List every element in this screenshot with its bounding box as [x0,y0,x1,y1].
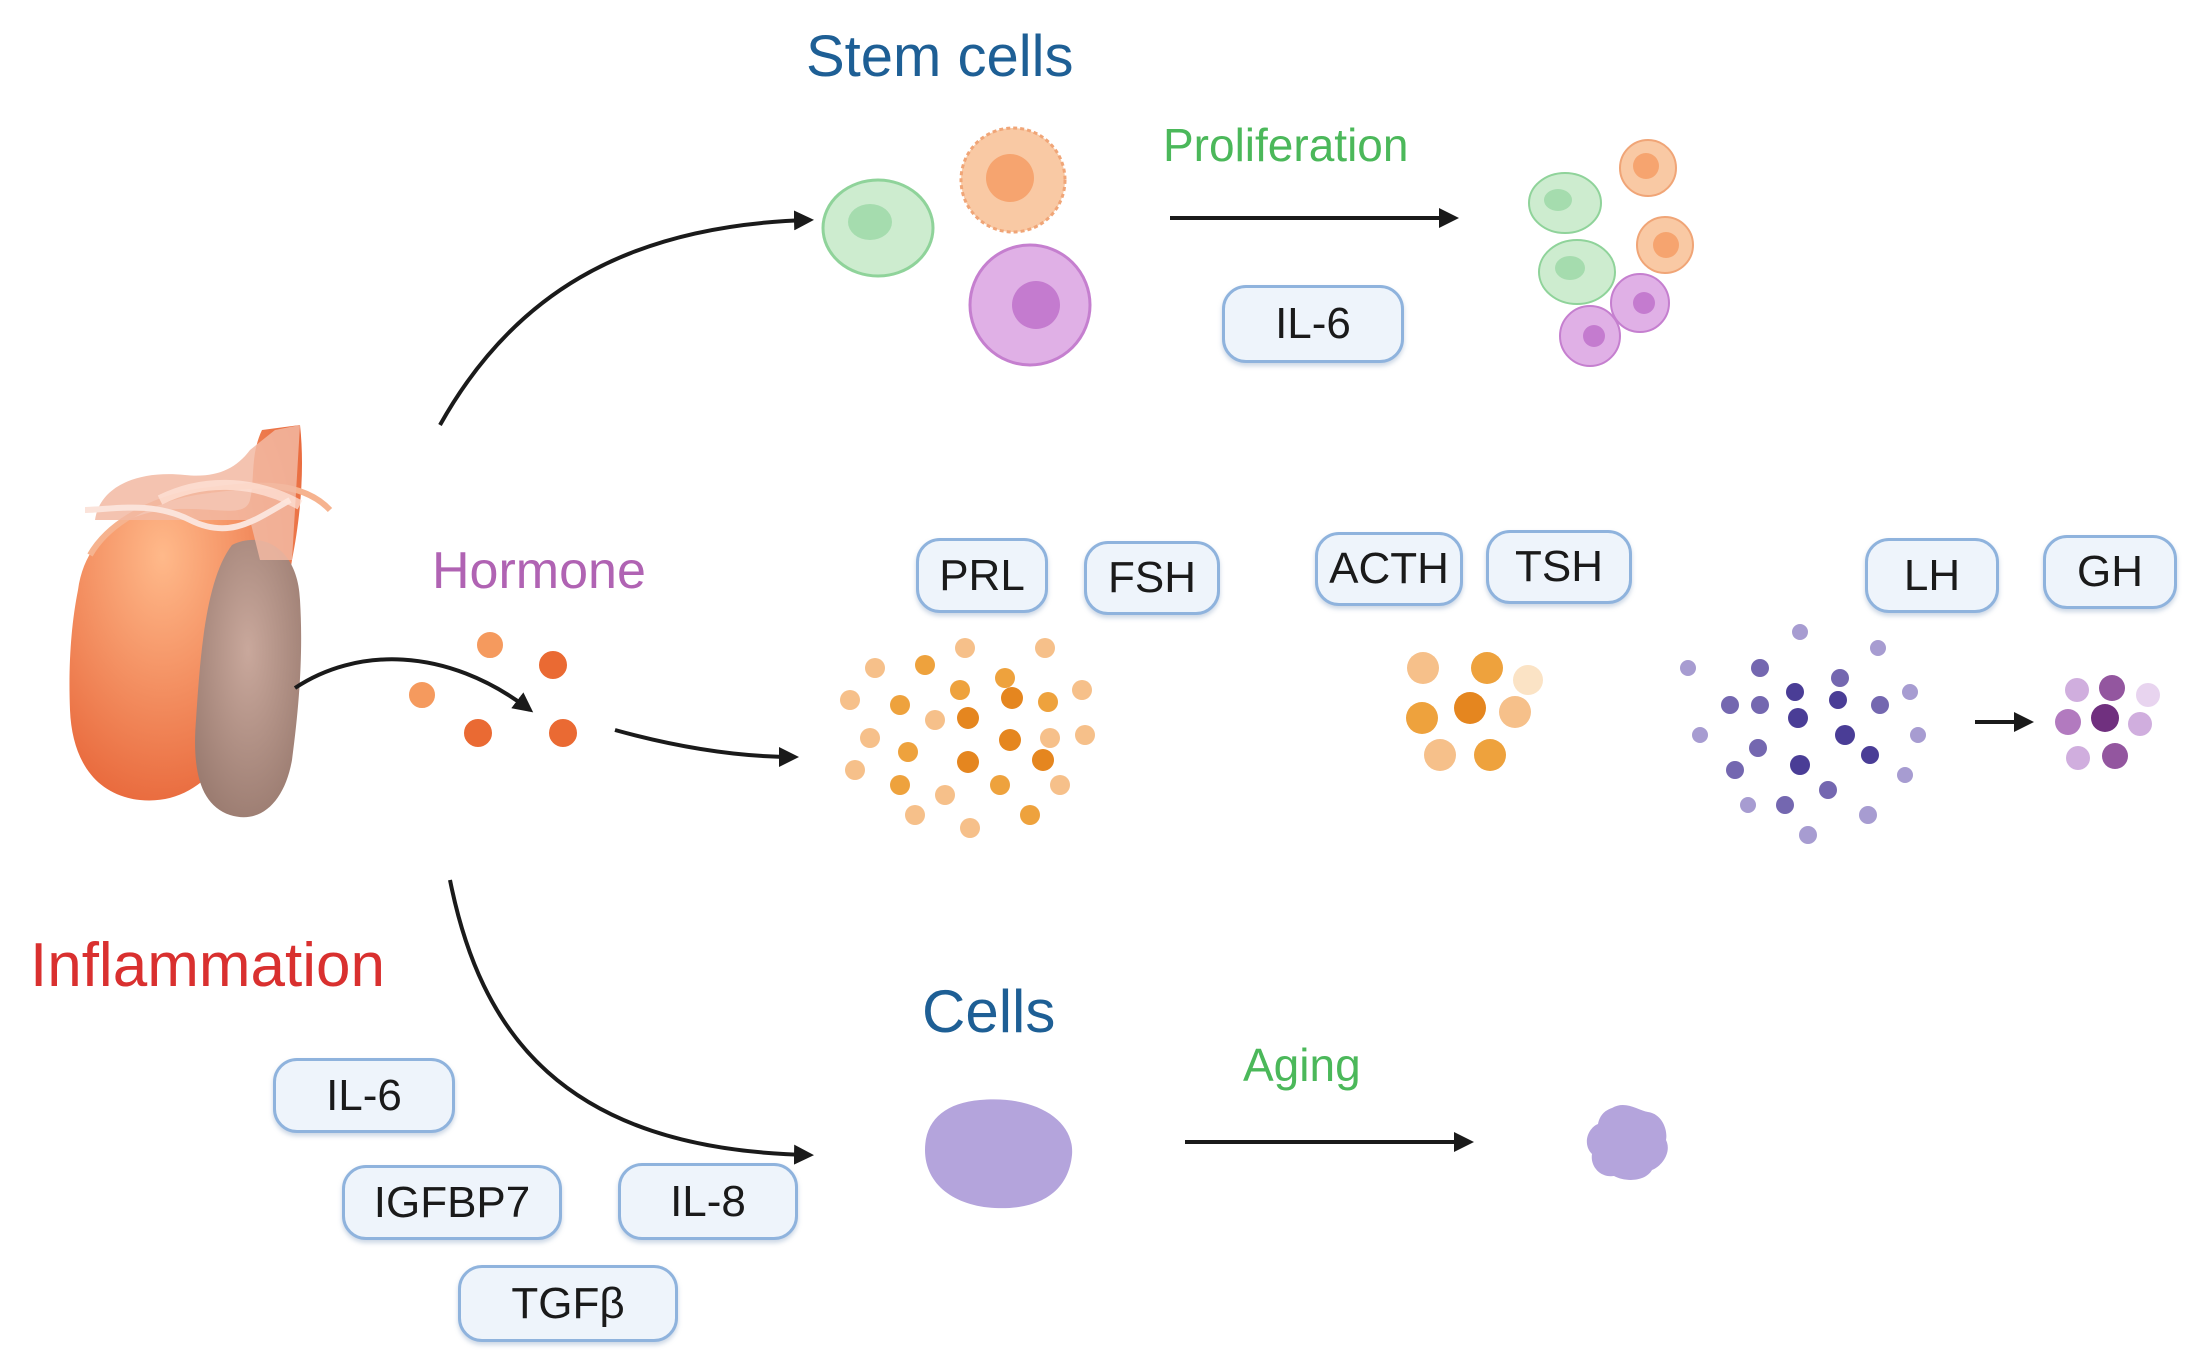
arrow-to-hormone [293,657,534,713]
hormone-label: Hormone [432,542,646,600]
stem-il6-pill: IL-6 [1222,285,1404,363]
hormone-particle-icon [407,630,579,749]
stem-cell-icon [821,126,1092,367]
prl-pill: PRL [916,538,1048,613]
gh-particle-cluster [2055,675,2160,770]
proliferated-stem-cells [1528,139,1694,367]
inflammation-label: Inflammation [30,931,385,1000]
cell-icon [925,1099,1073,1209]
fsh-pill: FSH [1084,541,1220,615]
arrow-to-stem-cells [438,210,814,426]
igfbp7-pill: IGFBP7 [342,1165,562,1240]
orange-particle-cloud [840,638,1095,838]
cells-title: Cells [922,978,1056,1045]
gh-pill: GH [2043,535,2177,609]
il8-pill: IL-8 [618,1163,798,1240]
tgfb-pill: TGFβ [458,1265,678,1342]
purple-particle-cloud [1680,624,1926,844]
aging-label: Aging [1243,1039,1361,1091]
acth-tsh-particle-cluster [1406,652,1543,771]
tsh-pill: TSH [1486,530,1632,604]
arrow-to-hormone-targets [614,728,799,767]
senescent-cell-icon [1586,1104,1668,1180]
pituitary-gland-icon [69,425,333,818]
inflammation-il6-pill: IL-6 [273,1058,455,1133]
arrow-to-cells [448,879,814,1165]
proliferation-label: Proliferation [1163,119,1409,171]
lh-pill: LH [1865,538,1999,613]
stem-cells-title: Stem cells [806,24,1074,89]
acth-pill: ACTH [1315,532,1463,606]
